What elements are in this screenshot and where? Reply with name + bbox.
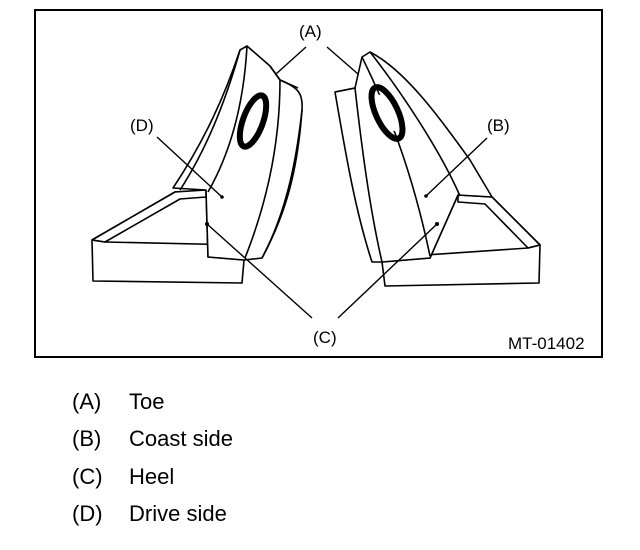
legend-item-toe: (A) Toe: [72, 383, 233, 421]
leader-lines: [156, 46, 488, 319]
legend-text: Heel: [129, 463, 175, 489]
legend: (A) Toe (B) Coast side (C) Heel (D) Driv…: [72, 383, 233, 533]
figure-frame: [34, 9, 603, 358]
right-gear-tooth: [334, 51, 541, 287]
legend-item-heel: (C) Heel: [72, 458, 233, 496]
legend-key: (B): [72, 426, 102, 452]
legend-text: Coast side: [129, 426, 233, 452]
legend-text: Toe: [129, 388, 165, 414]
legend-key: (C): [72, 463, 103, 489]
callout-c: (C): [313, 328, 337, 347]
gear-tooth-diagram: (A) (D) (B) (C) MT-01402: [34, 9, 603, 358]
callout-b: (B): [487, 116, 510, 135]
callout-d: (D): [130, 116, 154, 135]
legend-item-drive-side: (D) Drive side: [72, 496, 233, 534]
left-gear-tooth: [91, 45, 303, 284]
legend-item-coast-side: (B) Coast side: [72, 421, 233, 459]
legend-key: (A): [72, 388, 102, 414]
figure-id: MT-01402: [508, 334, 585, 353]
callout-a: (A): [299, 22, 322, 41]
legend-key: (D): [72, 501, 103, 527]
legend-text: Drive side: [129, 501, 227, 527]
